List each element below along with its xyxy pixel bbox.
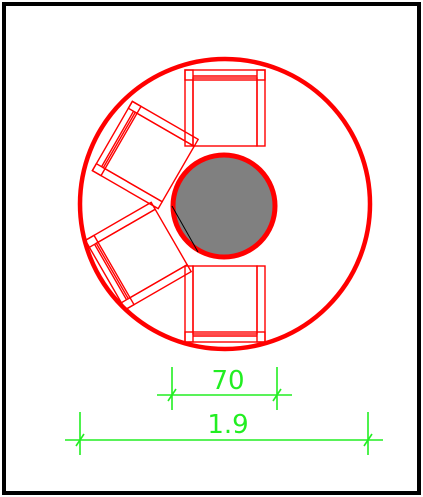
dim-outer-tick-left [75, 433, 85, 447]
chair-arm-left [120, 263, 193, 311]
outer-circle [77, 56, 373, 352]
chair-bottom [184, 265, 266, 343]
chair-arm-right [84, 201, 157, 249]
chair-upper-left [91, 100, 200, 210]
chair-back-inner [100, 110, 135, 168]
dimension-inner-label: 70 [211, 366, 244, 396]
dim-outer-tick-right [363, 433, 373, 447]
chair-arm-right [184, 265, 194, 343]
chair-back-inner [93, 243, 128, 301]
chair-lower-left [84, 201, 193, 311]
chair-top [184, 69, 266, 147]
center-disc [170, 152, 278, 260]
dim-inner-tick-right [272, 388, 282, 402]
chair-arm-right [256, 69, 266, 147]
dim-inner-tick-left [167, 388, 177, 402]
chair-arm-right [127, 100, 200, 148]
chair-arm-left [91, 162, 164, 210]
chair-arm-left [184, 69, 194, 147]
dimension-outer-label: 1.9 [207, 410, 248, 440]
dimension-outer [65, 412, 383, 455]
chair-arm-left [256, 265, 266, 343]
dimension-inner [157, 367, 292, 410]
chairs-group [84, 69, 266, 343]
leader-line [171, 205, 199, 253]
